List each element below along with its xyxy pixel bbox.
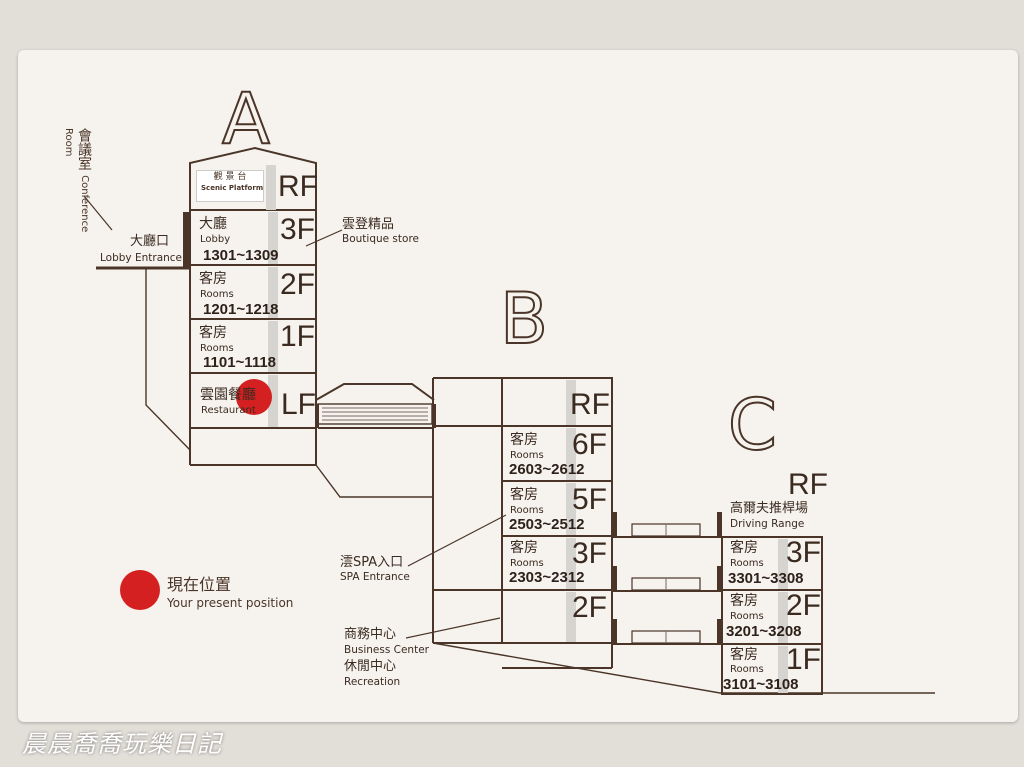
c-1f-en: Rooms [730, 664, 764, 675]
b-6f-number: 6F [572, 428, 608, 461]
b-3f-range: 2303~2312 [509, 569, 585, 586]
legend-zh: 現在位置 [167, 575, 232, 594]
b-3f-number: 3F [572, 537, 608, 570]
c-2f-number: 2F [786, 589, 822, 622]
a-lf-number: LF [281, 388, 317, 421]
lobby-entrance-zh: 大廳口 [130, 234, 170, 249]
c-1f-range: 3101~3108 [723, 676, 799, 693]
you-are-here-marker [236, 379, 272, 415]
spa-entrance-zh: 澐SPA入口 [340, 555, 404, 570]
c-2f-en: Rooms [730, 611, 764, 622]
floor-directory-sign [18, 50, 1018, 722]
a-rf-number: RF [278, 170, 318, 203]
recreation-zh: 休閒中心 [344, 659, 397, 674]
blog-watermark: 晨晨喬喬玩樂日記 [22, 730, 222, 758]
b-rf-number: RF [570, 388, 610, 421]
scenic-platform-en: Scenic Platform [201, 184, 264, 192]
a-3f-en: Lobby [200, 234, 231, 245]
b-5f-zh: 客房 [510, 487, 538, 503]
business-center-en: Business Center [344, 644, 429, 656]
b-3f-en: Rooms [510, 558, 544, 569]
a-1f-range: 1101~1118 [203, 354, 277, 371]
a-2f-range: 1201~1218 [203, 301, 279, 318]
a-2f-en: Rooms [200, 289, 234, 300]
c-3f-number: 3F [786, 536, 822, 569]
driving-range-zh: 高爾夫推桿場 [730, 501, 809, 516]
a-1f-number: 1F [280, 320, 316, 353]
a-2f-number: 2F [280, 268, 316, 301]
lobby-entrance-en: Lobby Entrance [100, 252, 183, 264]
c-3f-zh: 客房 [730, 540, 758, 556]
business-center-zh: 商務中心 [344, 627, 397, 642]
b-2f-number: 2F [572, 591, 608, 624]
conference-room-label: 會議室 Conference Room [60, 128, 92, 248]
legend-red-dot [120, 570, 160, 610]
c-rf-number: RF [788, 468, 828, 501]
b-6f-en: Rooms [510, 450, 544, 461]
boutique-zh: 雲登精品 [342, 217, 395, 232]
driving-range-en: Driving Range [730, 518, 805, 530]
c-3f-en: Rooms [730, 558, 764, 569]
c-1f-zh: 客房 [730, 647, 758, 663]
recreation-en: Recreation [344, 676, 401, 688]
building-a-roof [189, 146, 317, 210]
legend-en: Your present position [167, 596, 294, 610]
b-3f-zh: 客房 [510, 540, 538, 556]
b-5f-en: Rooms [510, 505, 544, 516]
a-lf-en: Restaurant [201, 405, 256, 416]
a-3f-range: 1301~1309 [203, 247, 279, 264]
spa-entrance-en: SPA Entrance [340, 571, 410, 583]
boutique-en: Boutique store [342, 233, 419, 245]
building-c-block [721, 536, 823, 695]
a-2f-zh: 客房 [199, 271, 227, 287]
c-3f-range: 3301~3308 [728, 570, 804, 587]
building-a-label: A [221, 78, 271, 160]
building-b-label: B [499, 278, 549, 360]
a-lf-zh: 雲園餐廳 [200, 387, 256, 403]
scenic-platform-zh: 觀 景 台 [213, 172, 247, 182]
c-2f-range: 3201~3208 [726, 623, 802, 640]
c-1f-number: 1F [786, 643, 822, 676]
c-2f-zh: 客房 [730, 593, 758, 609]
a-1f-en: Rooms [200, 343, 234, 354]
b-5f-range: 2503~2512 [509, 516, 585, 533]
scenic-platform-label: 觀 景 台 Scenic Platform [196, 170, 264, 202]
conference-room-en: Conference Room [63, 128, 90, 233]
b-6f-range: 2603~2612 [509, 461, 585, 478]
a-3f-number: 3F [280, 213, 316, 246]
building-c-label: C [727, 384, 778, 466]
a-3f-zh: 大廳 [199, 216, 227, 232]
a-1f-zh: 客房 [199, 325, 227, 341]
b-5f-number: 5F [572, 483, 608, 516]
conference-room-zh: 會議室 [76, 128, 92, 170]
b-6f-zh: 客房 [510, 432, 538, 448]
